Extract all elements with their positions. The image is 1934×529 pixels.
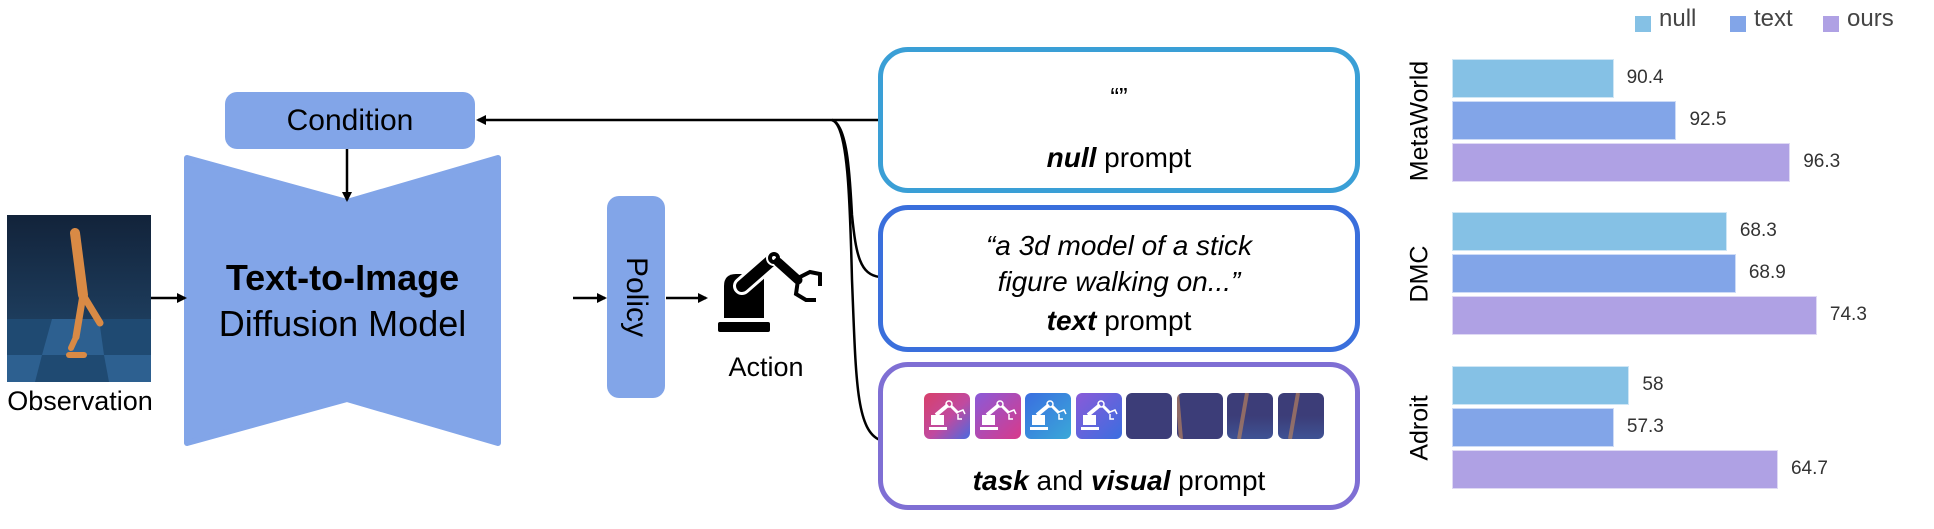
value-label: 90.4 (1626, 67, 1664, 88)
legend-swatch-null (1635, 16, 1651, 32)
value-label: 92.5 (1689, 109, 1727, 130)
observation-label: Observation (7, 386, 153, 416)
value-label: 64.7 (1790, 458, 1828, 479)
legend-swatch-text (1730, 16, 1746, 32)
bar-dmc-text (1452, 254, 1736, 293)
bar-metaworld-ours (1452, 143, 1791, 182)
group-label-metaworld: MetaWorld (1405, 60, 1434, 181)
diffusion-model-block (184, 155, 501, 446)
text-prompt-line-2: figure walking on...” (997, 266, 1241, 297)
null-prompt-box: “” null prompt (878, 47, 1360, 193)
prompt-kind-task: task (972, 465, 1029, 496)
legend-swatch-ours (1823, 16, 1839, 32)
text-prompt-line-1: “a 3d model of a stick (985, 230, 1253, 261)
bar-dmc-null (1452, 212, 1727, 251)
thumbnail-robot-icon-cyan (1025, 393, 1071, 439)
bar-metaworld-null (1452, 59, 1614, 98)
thumbnail-robot-icon-violet (1075, 393, 1122, 439)
null-prompt-label: null prompt (883, 142, 1355, 174)
prompt-kind: text (1046, 305, 1097, 336)
prompt-joiner: and (1028, 465, 1091, 496)
prompt-kind-visual: visual (1091, 465, 1171, 496)
null-prompt-content: “” (1110, 82, 1128, 112)
thumbnail-frame-4 (1277, 393, 1324, 439)
bar-adroit-null (1452, 366, 1630, 405)
value-label: 58 (1642, 374, 1664, 395)
legend-label-null: null (1659, 5, 1697, 32)
bar-dmc-ours (1452, 296, 1817, 335)
robot-icon (1080, 400, 1118, 430)
robot-icon (979, 400, 1017, 430)
prompt-suffix: prompt (1170, 465, 1266, 496)
thumbnail-frame-1 (1126, 393, 1172, 439)
model-subtitle: Diffusion Model (218, 303, 467, 344)
group-label-adroit: Adroit (1405, 394, 1434, 461)
action-label: Action (728, 352, 804, 382)
value-label: 74.3 (1829, 304, 1867, 325)
connector-text-prompt (831, 118, 881, 279)
legend-label-ours: ours (1847, 5, 1894, 32)
visual-prompt-label: task and visual prompt (883, 465, 1355, 497)
group-label-dmc: DMC (1405, 245, 1434, 302)
thumbnail-frame-2 (1176, 393, 1223, 439)
text-prompt-label: text prompt (883, 305, 1355, 337)
value-label: 57.3 (1626, 416, 1664, 437)
condition-label: Condition (286, 103, 414, 137)
robot-arm-icon (718, 250, 822, 332)
value-label: 68.9 (1748, 262, 1786, 283)
connector-visual-prompt (831, 118, 881, 442)
robot-icon (1030, 400, 1067, 430)
prompt-suffix: prompt (1096, 142, 1192, 173)
observation-image (7, 215, 151, 382)
thumbnail-frame-3 (1227, 393, 1273, 439)
policy-block: Policy (607, 196, 665, 398)
diffusion-model-label: Text-to-Image Diffusion Model (187, 255, 498, 347)
condition-block: Condition (225, 92, 475, 149)
text-prompt-box: “a 3d model of a stick figure walking on… (878, 205, 1360, 352)
bar-adroit-text (1452, 408, 1614, 447)
value-label: 96.3 (1803, 151, 1841, 172)
prompt-kind: null (1046, 142, 1097, 173)
prompt-suffix: prompt (1096, 305, 1192, 336)
bar-adroit-ours (1452, 450, 1778, 489)
bar-metaworld-text (1452, 101, 1677, 140)
policy-label: Policy (620, 256, 653, 338)
model-title: Text-to-Image (225, 257, 460, 298)
legend-label-text: text (1754, 5, 1793, 32)
value-label: 68.3 (1739, 220, 1777, 241)
thumbnail-robot-icon-magenta (974, 393, 1021, 439)
robot-icon (929, 400, 966, 430)
thumbnail-robot-icon-pink (924, 393, 970, 439)
